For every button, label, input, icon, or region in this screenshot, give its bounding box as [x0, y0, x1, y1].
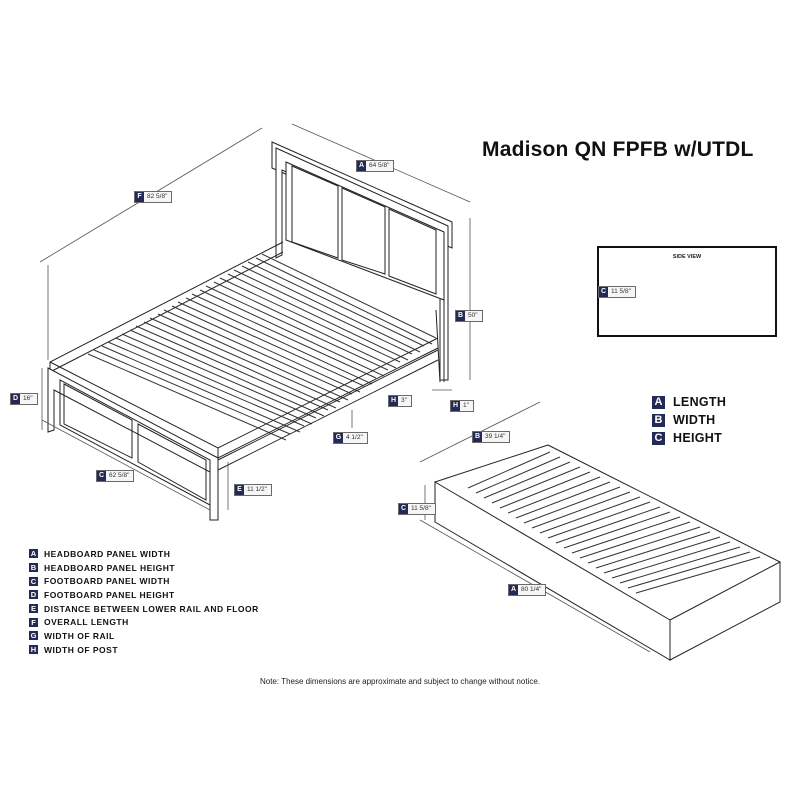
parts-label: FOOTBOARD PANEL WIDTH	[44, 576, 170, 587]
dim-value: 16"	[23, 395, 33, 402]
headboard	[271, 141, 453, 383]
parts-letter: D	[29, 590, 38, 600]
parts-letter: E	[29, 604, 38, 614]
footboard	[47, 349, 439, 521]
dim-value: 50"	[468, 312, 478, 319]
dim-value: 4 1/2"	[346, 434, 363, 441]
dim-value: 82 5/8"	[147, 193, 168, 200]
dim-letter: H	[389, 396, 398, 406]
legend-label: HEIGHT	[673, 431, 723, 445]
parts-row: A HEADBOARD PANEL WIDTH	[29, 547, 259, 561]
dim-value: 11 5/8"	[611, 288, 631, 295]
parts-letter: C	[29, 576, 38, 586]
legend-label: WIDTH	[673, 413, 716, 427]
dim-letter: E	[235, 485, 244, 495]
legend-letter: B	[652, 413, 665, 427]
dim-value: 80 1/4"	[521, 586, 542, 593]
parts-label: WIDTH OF RAIL	[44, 630, 115, 641]
legend-letter: C	[652, 431, 665, 445]
parts-letter: F	[29, 617, 38, 627]
dim-value: 11 1/2"	[247, 486, 267, 493]
dim-letter: G	[334, 433, 343, 443]
parts-label: HEADBOARD PANEL HEIGHT	[44, 562, 176, 573]
dim-letter: C	[599, 287, 608, 297]
dimension-legend: A LENGTH B WIDTH C HEIGHT	[652, 393, 726, 447]
legend-row: A LENGTH	[652, 393, 726, 411]
parts-row: H WIDTH OF POST	[29, 643, 259, 657]
trundle	[419, 401, 781, 661]
dim-letter: A	[357, 161, 366, 171]
dim-letter: A	[509, 585, 518, 595]
slats	[87, 253, 437, 441]
dim-letter: C	[97, 471, 106, 481]
parts-row: B HEADBOARD PANEL HEIGHT	[29, 561, 259, 575]
parts-label: OVERALL LENGTH	[44, 617, 129, 628]
parts-letter: B	[29, 563, 38, 573]
legend-letter: A	[652, 395, 665, 409]
parts-row: D FOOTBOARD PANEL HEIGHT	[29, 588, 259, 602]
legend-label: LENGTH	[673, 395, 727, 409]
parts-label: WIDTH OF POST	[44, 644, 119, 655]
dim-value: 1"	[463, 402, 469, 409]
dimension-lines	[39, 123, 471, 511]
dim-letter: B	[456, 311, 465, 321]
dim-letter: B	[473, 432, 482, 442]
dim-value: 62 5/8"	[109, 472, 130, 479]
legend-row: B WIDTH	[652, 411, 726, 429]
dim-value: 3"	[401, 397, 407, 404]
dim-value: 11 5/8"	[411, 505, 431, 512]
parts-row: G WIDTH OF RAIL	[29, 629, 259, 643]
parts-letter: A	[29, 549, 38, 559]
dim-value: 64 5/8"	[369, 162, 390, 169]
parts-label: FOOTBOARD PANEL HEIGHT	[44, 589, 175, 600]
side-view-label: SIDE VIEW	[672, 254, 702, 260]
parts-letter: G	[29, 631, 38, 641]
page-title: Madison QN FPFB w/UTDL	[482, 138, 754, 161]
legend-row: C HEIGHT	[652, 429, 726, 447]
parts-legend: A HEADBOARD PANEL WIDTH B HEADBOARD PANEL …	[29, 547, 259, 657]
dim-letter: F	[135, 192, 144, 202]
dim-value: 39 1/4"	[485, 433, 506, 440]
parts-row: E DISTANCE BETWEEN LOWER RAIL AND FLOOR	[29, 602, 259, 616]
parts-label: HEADBOARD PANEL WIDTH	[44, 548, 171, 559]
parts-label: DISTANCE BETWEEN LOWER RAIL AND FLOOR	[44, 603, 259, 614]
disclaimer-note: Note: These dimensions are approximate a…	[259, 677, 541, 686]
parts-row: F OVERALL LENGTH	[29, 615, 259, 629]
parts-letter: H	[29, 645, 38, 655]
parts-row: C FOOTBOARD PANEL WIDTH	[29, 574, 259, 588]
dim-letter: C	[399, 504, 408, 514]
dim-letter: D	[11, 394, 20, 404]
dim-letter: H	[451, 401, 460, 411]
